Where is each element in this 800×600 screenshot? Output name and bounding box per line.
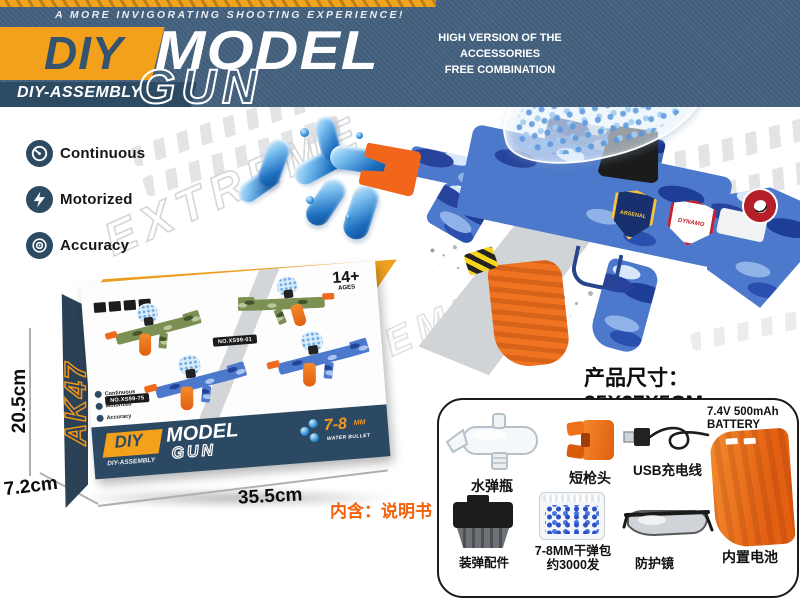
battery-spec: 7.4V 500mAh BATTERY [707,406,779,432]
box-feature-item: Accuracy [96,412,132,423]
paint-speckles [430,248,435,253]
loader-part-image [453,495,513,548]
dimension-depth-label: 7.2cm [2,472,59,501]
usb-cable-label: USB充电线 [633,463,703,478]
feature-label: Continuous [60,145,146,162]
gun-pistol-grip [587,256,661,356]
battery-spec-line2: BATTERY [707,419,761,431]
battery-magazine-label: 内置电池 [722,549,778,565]
header-right-line1: HIGH VERSION OF THE ACCESSORIES [438,32,562,60]
battery-spec-line1: 7.4V 500mAh [707,406,779,418]
model-number-pill: NO.XS99-01 [212,334,258,347]
box-mini-gun-blue-1 [138,352,252,416]
box-logo-gun: GUN [170,441,217,463]
header-right-line2: FREE COMBINATION [444,64,556,76]
target-icon [26,232,53,259]
includes-note: 内含：说明书 [330,502,432,521]
accessories-panel: 7.4V 500mAh BATTERY 水弹瓶 短枪头 USB充电线 内 [437,398,799,598]
gel-droplet [356,132,363,139]
header-right-text: HIGH VERSION OF THE ACCESSORIES FREE COM… [398,30,602,78]
feature-motorized: Motorized [26,186,133,213]
badge-size: 7-8 [323,415,348,435]
header-banner: A MORE INVIGORATING SHOOTING EXPERIENCE!… [0,0,800,107]
gun-barrel [406,145,535,201]
goggles-label: 防护镜 [635,556,675,571]
gel-pack-label-line1: 7-8MM干弹包 [534,544,612,558]
short-muzzle-label: 短枪头 [569,470,611,486]
gel-ball-icon [308,418,319,429]
logo-diy: DIY [44,27,124,79]
paint-speckles [560,295,565,300]
box-logo-diy: DIY [113,430,144,452]
water-bottle-label: 水弹瓶 [471,478,513,494]
logo-assembly-text: DIY-ASSEMBLY [17,84,142,101]
feature-accuracy: Accuracy [26,232,129,259]
tire-track-decoration [689,306,800,352]
goggles-image [622,510,714,537]
dynamo-badge-text: DYNAMO [677,217,705,229]
logo-gun: GUN [137,60,263,115]
gel-pack-image [539,492,605,540]
battery-magazine-image [709,427,796,549]
box-shadow [70,488,400,508]
loader-part-label: 装弹配件 [459,556,510,570]
hazard-strip [0,0,436,7]
box-logo-strip: DIY MODEL GUN DIY-ASSEMBLY 7-8 MM WATER … [91,404,391,480]
tagline: A MORE INVIGORATING SHOOTING EXPERIENCE! [55,9,405,21]
gel-ball-icon [309,432,320,443]
dimension-width-label: 35.5cm [237,484,303,509]
short-muzzle-image [566,420,614,460]
box-bullet-badge: 7-8 MM WATER BULLET [299,413,382,457]
lightning-icon [26,186,53,213]
gel-pack-label-line2: 约3000发 [546,558,600,572]
feature-continuous: Continuous [26,140,145,167]
box-front-face: 14+ AGES NO.XS99-75 NO.XS99-01 NO.XS99-0… [80,260,391,480]
dimension-height-label: 20.5cm [9,368,30,434]
gun-stock-white-panel [715,207,769,243]
gel-bullet [328,143,394,177]
gel-ball-icon [299,426,310,437]
gel-droplet [300,128,309,137]
gel-bullet [339,181,383,243]
soccer-ball-icon [752,198,768,214]
gel-droplet [306,196,314,204]
feature-label: Motorized [60,191,133,208]
gel-droplet [345,214,351,220]
gauge-icon [26,140,53,167]
dimension-line-height [29,328,31,476]
box-mini-gun-green-2 [234,274,341,335]
feature-label: Accuracy [60,237,130,254]
box-logo-assembly: DIY-ASSEMBLY [106,456,156,468]
logo-model: MODEL [155,19,379,81]
box-feature-item: Motorized [95,400,132,411]
gun-foregrip [423,180,493,246]
water-bottle-image [445,413,538,470]
box-mini-gun-blue-2 [261,328,375,392]
usb-cable-image [623,426,710,450]
badge-unit: MM [353,419,366,427]
